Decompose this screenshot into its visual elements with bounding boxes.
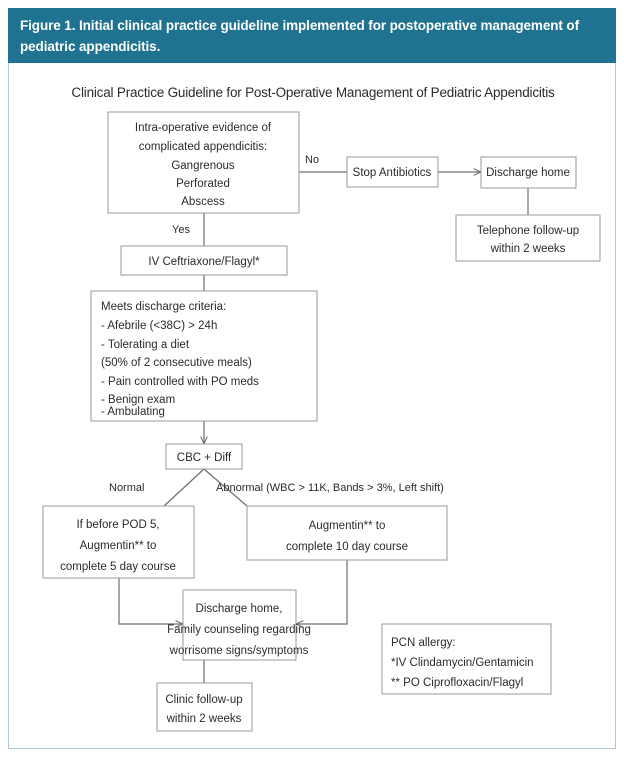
node-line: within 2 weeks [490,243,566,255]
node-line: If before POD 5, [76,519,159,531]
node-line: - Ambulating [101,406,165,418]
node-line: - Tolerating a diet [101,339,190,351]
node-line: Intra-operative evidence of [135,122,272,134]
node-line: Augmentin** to [80,540,157,552]
node-iv-ceftriaxone-flagyl[interactable]: IV Ceftriaxone/Flagyl* [120,245,288,276]
node-cbc-diff[interactable]: CBC + Diff [165,443,243,470]
node-pod5-augmentin[interactable]: If before POD 5, Augmentin** to complete… [42,505,195,579]
node-line: (50% of 2 consecutive meals) [101,357,252,369]
node-line: - Pain controlled with PO meds [101,376,259,388]
edge-label-normal: Normal [109,482,144,494]
node-augmentin-10-day[interactable]: Augmentin** to complete 10 day course [246,505,448,561]
node-line: Gangrenous [171,160,235,172]
node-line: complete 5 day course [60,561,176,573]
node-clinic-followup[interactable]: Clinic follow-up within 2 weeks [156,682,253,732]
connector-pod5-to-discharge-counseling [118,578,183,624]
node-line: - Afebrile (<38C) > 24h [101,320,217,332]
node-line: Abscess [181,196,225,208]
node-line: Perforated [176,178,230,190]
node-line: - Benign exam [101,394,175,406]
node-line: PCN allergy: [391,637,456,649]
figure-caption: Figure 1. Initial clinical practice guid… [8,8,616,67]
node-line: Meets discharge criteria: [101,301,226,313]
node-line: CBC + Diff [177,452,232,464]
node-pcn-allergy-legend[interactable]: PCN allergy: *IV Clindamycin/Gentamicin … [381,623,552,695]
edge-label-no: No [305,154,319,166]
node-line: worrisome signs/symptoms [169,645,309,657]
node-line: within 2 weeks [166,713,242,725]
edge-label-abnormal: Abnormal (WBC > 11K, Bands > 3%, Left sh… [216,482,444,494]
node-line: Stop Antibiotics [353,167,432,179]
node-intraoperative-evidence[interactable]: Intra-operative evidence of complicated … [107,111,300,214]
connector-cbc-normal-branch [163,468,205,507]
node-line: Discharge home [486,167,570,179]
node-line: Telephone follow-up [477,225,579,237]
node-line: Clinic follow-up [165,694,242,706]
node-line: *IV Clindamycin/Gentamicin [391,657,534,669]
node-telephone-followup[interactable]: Telephone follow-up within 2 weeks [455,214,601,262]
node-line: complicated appendicitis: [139,141,268,153]
node-line: Family counseling regarding [167,624,311,636]
connector-cbc-abnormal-branch [203,468,248,507]
node-discharge-counseling[interactable]: Discharge home, Family counseling regard… [167,589,311,661]
node-line: ** PO Ciprofloxacin/Flagyl [391,677,523,689]
node-line: IV Ceftriaxone/Flagyl* [148,256,260,268]
node-discharge-home-top[interactable]: Discharge home [480,156,577,189]
node-line: complete 10 day course [286,541,408,553]
connector-augmentin10-to-discharge-counseling [296,560,348,624]
figure-body: Clinical Practice Guideline for Post-Ope… [8,63,616,749]
node-line: Augmentin** to [309,520,386,532]
node-discharge-criteria[interactable]: Meets discharge criteria: - Afebrile (<3… [90,290,318,422]
edge-label-yes: Yes [172,224,190,236]
node-line: Discharge home, [196,603,283,615]
chart-title: Clinical Practice Guideline for Post-Ope… [71,85,555,100]
node-stop-antibiotics[interactable]: Stop Antibiotics [346,156,439,188]
flowchart-canvas: No Yes Normal Abnormal (WBC > 11K, Bands… [42,111,601,732]
